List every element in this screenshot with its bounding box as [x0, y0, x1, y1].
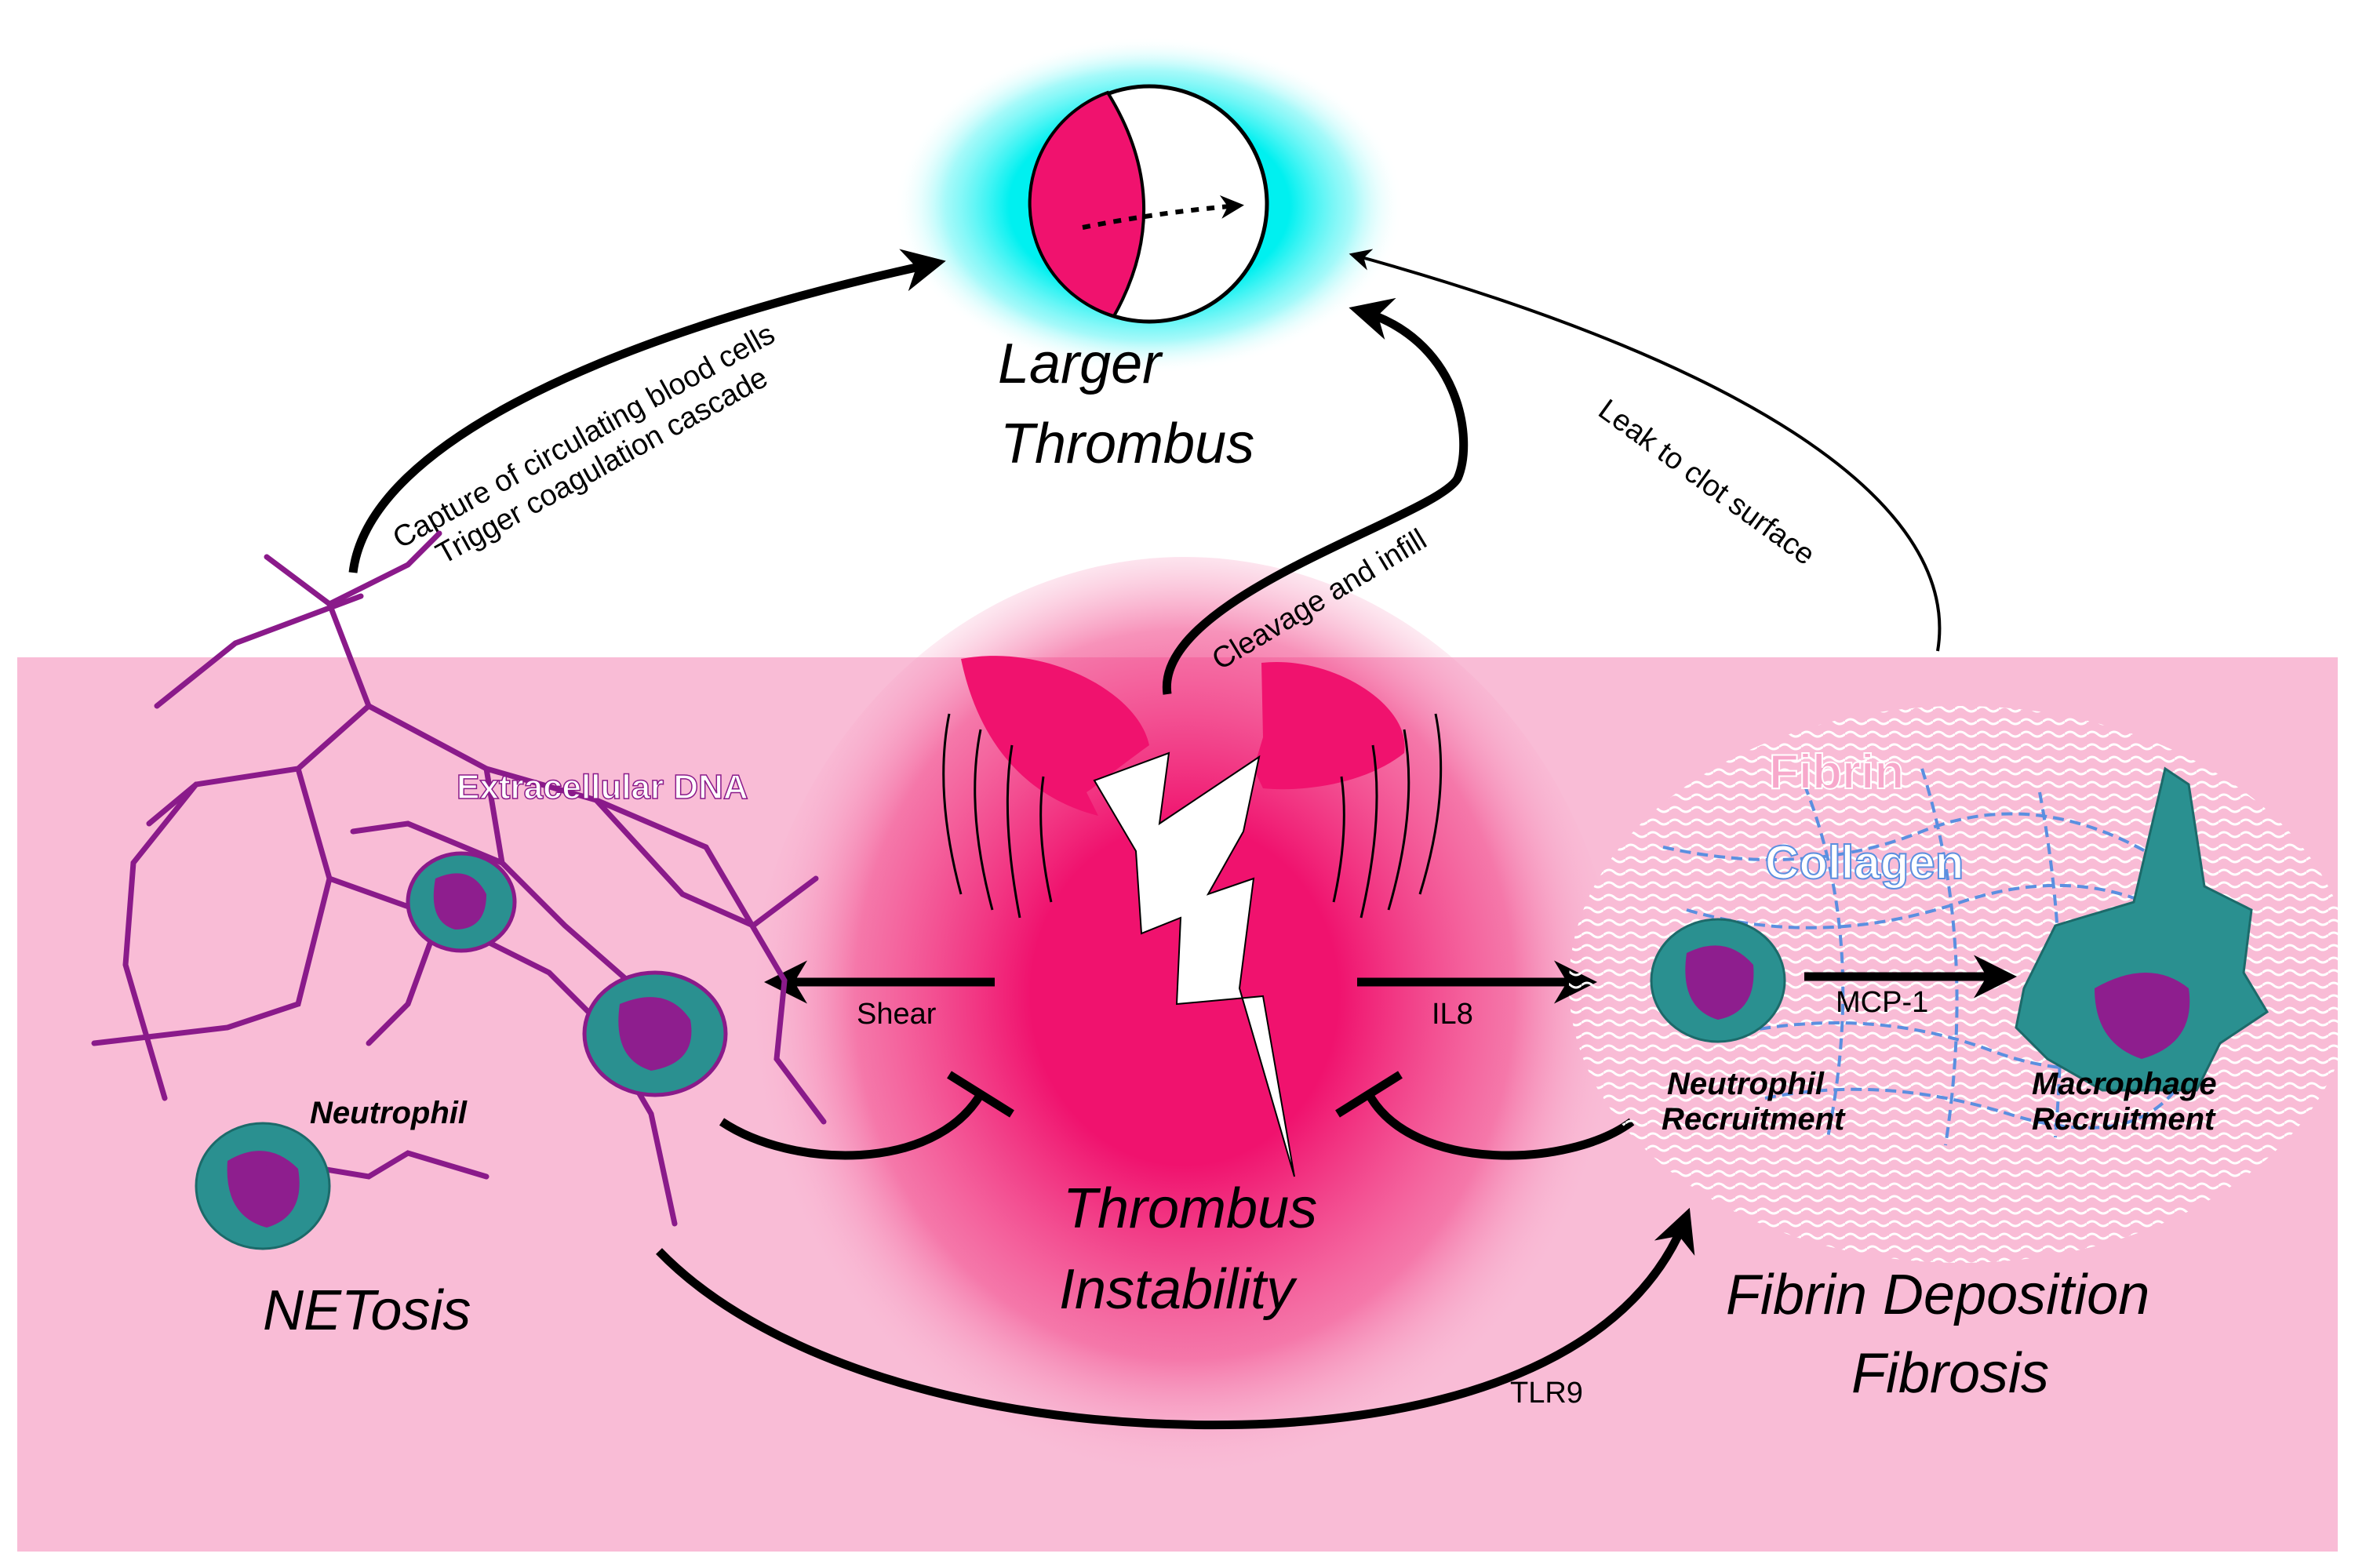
instability-title-2: Instability — [1059, 1258, 1298, 1321]
shear-label: Shear — [857, 998, 937, 1031]
fibrosis-panel: MCP-1 Fibrin Collagen Neutrophil Recruit… — [1569, 706, 2353, 1405]
thrombus-lobe-right — [1254, 661, 1405, 790]
dna-label: Extracellular DNA — [457, 768, 748, 806]
collagen-label: Collagen — [1765, 836, 1964, 889]
instability-glow — [745, 557, 1624, 1530]
thrombus-title: Thrombus — [1000, 413, 1254, 475]
neutrophil-recruit — [1650, 918, 1786, 1043]
tlr9-label: TLR9 — [1510, 1377, 1583, 1410]
vibration-lines-right — [1332, 713, 1443, 919]
capture-arrow — [348, 249, 946, 573]
leak-arrow — [1349, 249, 1942, 652]
fibrosis-title-1: Fibrin Deposition — [1726, 1264, 2149, 1326]
vibration-lines-left — [942, 713, 1053, 919]
neutrophil-net-1 — [406, 851, 517, 953]
broken-thrombus: Thrombus Instability — [942, 656, 1443, 1321]
instability-title-1: Thrombus — [1063, 1177, 1317, 1240]
leak-label: Leak to clot surface — [1592, 393, 1821, 572]
capture-label-1: Capture of circulating blood cells — [388, 318, 781, 555]
macrophage-recruit-label-2: Recruitment — [2032, 1102, 2216, 1137]
macrophage-recruit-label-1: Macrophage — [2032, 1067, 2217, 1101]
lightning-bolt — [1093, 751, 1295, 1177]
larger-title: Larger — [998, 333, 1163, 395]
capture-label-2: Trigger coagulation cascade — [431, 361, 773, 570]
fibrosis-inhibition — [1365, 1092, 1635, 1160]
neutrophil-single — [195, 1122, 331, 1250]
neutrophil-net-2 — [582, 970, 728, 1097]
thrombus-clot — [1028, 90, 1145, 318]
mcp1-label: MCP-1 — [1836, 986, 1928, 1019]
tlr9-arrow — [656, 1207, 1695, 1430]
thrombus-lobe-left — [961, 656, 1149, 816]
neutrophil-recruit-label-2: Recruitment — [1662, 1102, 1846, 1137]
growth-arrow — [1082, 195, 1244, 230]
shear-inhibition — [719, 1092, 985, 1160]
netosis-title: NETosis — [263, 1279, 471, 1342]
netosis-panel: Extracellular DNA Neutrophil NETosis — [91, 530, 827, 1342]
il8-label: IL8 — [1432, 998, 1473, 1031]
larger-thrombus: Larger Thrombus — [894, 37, 1404, 475]
neutrophil-label: Neutrophil — [310, 1096, 468, 1130]
fibrin-label: Fibrin — [1769, 745, 1904, 799]
cleavage-arrow — [1163, 297, 1469, 695]
macrophage-recruit — [2015, 766, 2269, 1092]
fibrosis-inhibition-bar — [1335, 1071, 1403, 1118]
neutrophil-recruit-label-1: Neutrophil — [1667, 1067, 1825, 1101]
shear-inhibition-bar — [947, 1071, 1014, 1118]
fibrosis-title-2: Fibrosis — [1851, 1342, 2049, 1405]
